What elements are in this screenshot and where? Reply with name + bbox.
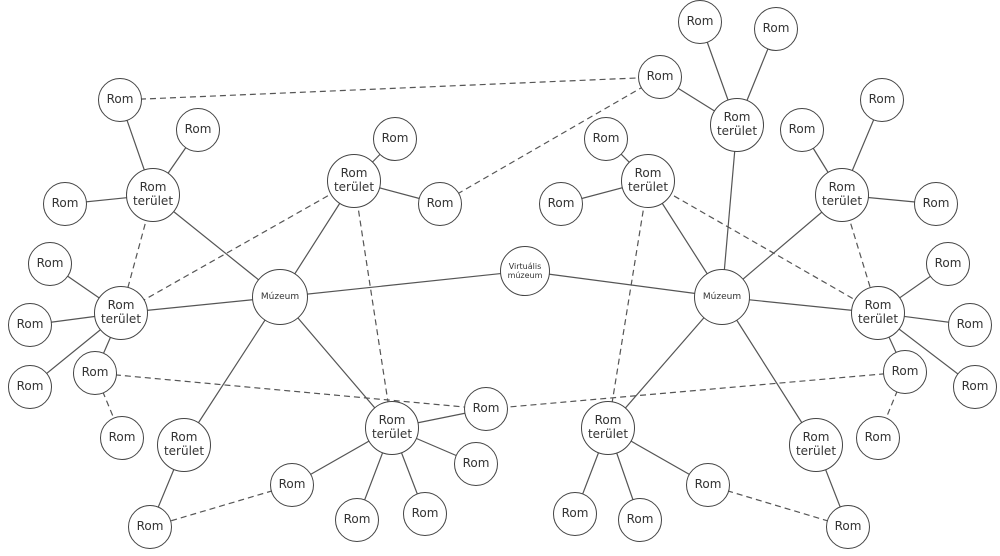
node-rom: Rom — [28, 242, 72, 286]
node-rom-terulet: Rom terület — [94, 286, 148, 340]
node-rom-terulet: Rom terület — [327, 154, 381, 208]
node-rom-terulet: Rom terület — [581, 401, 635, 455]
node-muzeum: Múzeum — [694, 269, 750, 325]
node-rom-terulet: Rom terület — [851, 286, 905, 340]
dashed-connector — [119, 76, 661, 101]
node-rom: Rom — [176, 108, 220, 152]
node-rom: Rom — [780, 108, 824, 152]
node-rom: Rom — [686, 463, 730, 507]
node-rom: Rom — [618, 498, 662, 542]
node-rom: Rom — [100, 416, 144, 460]
node-rom: Rom — [373, 117, 417, 161]
node-rom-terulet: Rom terület — [365, 401, 419, 455]
dashed-connector — [607, 180, 649, 429]
node-rom: Rom — [856, 416, 900, 460]
node-rom: Rom — [8, 365, 52, 409]
node-rom: Rom — [860, 78, 904, 122]
solid-connector — [524, 270, 723, 298]
node-rom: Rom — [678, 0, 722, 44]
node-rom: Rom — [926, 242, 970, 286]
node-rom: Rom — [43, 182, 87, 226]
node-rom: Rom — [826, 505, 870, 549]
solid-connector — [279, 296, 393, 429]
node-rom-terulet: Rom terület — [710, 98, 764, 152]
node-rom: Rom — [8, 303, 52, 347]
dashed-connector — [353, 180, 393, 429]
node-rom: Rom — [464, 387, 508, 431]
node-rom: Rom — [128, 505, 172, 549]
solid-connector — [721, 124, 738, 298]
node-rom: Rom — [638, 55, 682, 99]
node-rom: Rom — [454, 442, 498, 486]
dashed-connector — [439, 76, 661, 205]
node-rom: Rom — [584, 117, 628, 161]
node-rom: Rom — [73, 351, 117, 395]
node-rom: Rom — [98, 78, 142, 122]
node-rom: Rom — [948, 303, 992, 347]
solid-connector — [607, 296, 723, 429]
node-rom: Rom — [539, 182, 583, 226]
node-rom-terulet: Rom terület — [126, 168, 180, 222]
node-rom-terulet: Rom terület — [621, 154, 675, 208]
dashed-connector — [485, 371, 906, 410]
node-rom: Rom — [270, 463, 314, 507]
node-rom-terulet: Rom terület — [157, 418, 211, 472]
dashed-connector — [647, 180, 879, 314]
dashed-connector — [120, 180, 355, 314]
dashed-connector — [94, 372, 487, 410]
node-rom: Rom — [418, 182, 462, 226]
dashed-connector — [149, 484, 293, 528]
solid-connector — [183, 296, 281, 446]
solid-connector — [721, 296, 817, 446]
dashed-connector — [707, 484, 849, 528]
node-rom: Rom — [883, 350, 927, 394]
solid-connector — [279, 270, 526, 298]
node-rom: Rom — [953, 365, 997, 409]
node-rom: Rom — [754, 7, 798, 51]
node-virtualis-muzeum: Virtuális múzeum — [500, 246, 550, 296]
node-rom: Rom — [914, 182, 958, 226]
node-rom: Rom — [403, 492, 447, 536]
node-rom-terulet: Rom terület — [789, 418, 843, 472]
node-rom-terulet: Rom terület — [815, 168, 869, 222]
node-rom: Rom — [553, 492, 597, 536]
node-muzeum: Múzeum — [252, 269, 308, 325]
node-rom: Rom — [335, 498, 379, 542]
